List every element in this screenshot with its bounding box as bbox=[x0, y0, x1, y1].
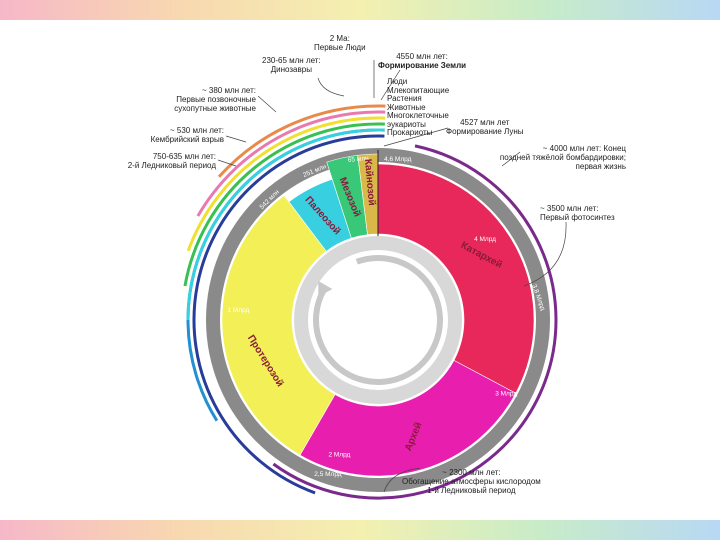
legend-list: Люди Млекопитающие Растения Животные Мно… bbox=[387, 78, 449, 138]
clock-ring bbox=[206, 148, 550, 492]
annotation-vertebrates: ~ 380 млн лет: Первые позвоночные сухопу… bbox=[158, 86, 256, 113]
annotation-earth-formation: 4550 млн лет: Формирование Земли bbox=[378, 52, 466, 70]
annotation-glacial-2: 750-635 млн лет: 2-й Ледниковый период bbox=[124, 152, 216, 170]
annotation-oxygen: ~ 2300 млн лет: Обогащение атмосферы кис… bbox=[402, 468, 541, 495]
tick-label-4: 2,5 Млрд bbox=[314, 471, 342, 478]
annotation-dinosaurs: 230-65 млн лет: Динозавры bbox=[262, 56, 321, 74]
inner-disc bbox=[308, 250, 448, 390]
annotation-humans-top: 2 Ма: Первые Люди bbox=[314, 34, 366, 52]
annotation-moon-formation: 4527 млн лет Формирование Луны bbox=[446, 118, 524, 136]
leader-cambrian bbox=[226, 136, 246, 142]
tick-label-0: 4,6 Млрд bbox=[384, 156, 412, 163]
leader-vertebrates bbox=[258, 96, 276, 112]
annotation-bombardment: ~ 4000 млн лет: Конец поздней тяжёлой бо… bbox=[486, 144, 626, 171]
tick-label-1: 4 Млрд bbox=[474, 236, 496, 243]
tick-label-6: 1 Млрд bbox=[227, 307, 249, 314]
tick-label-5: 2 Млрд bbox=[328, 451, 350, 458]
leader-dinosaurs bbox=[318, 78, 344, 96]
annotation-cambrian: ~ 530 млн лет: Кембрийский взрыв bbox=[128, 126, 224, 144]
tick-label-3: 3 Млрд bbox=[495, 391, 517, 398]
annotation-photosynthesis: ~ 3500 млн лет: Первый фотосинтез bbox=[540, 204, 615, 222]
